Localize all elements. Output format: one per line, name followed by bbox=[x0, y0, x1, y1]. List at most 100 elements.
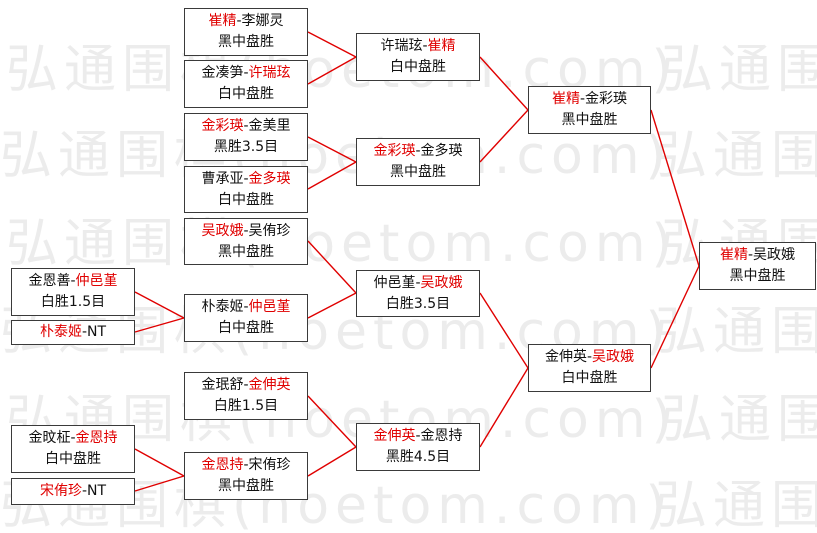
player-1: 崔精 bbox=[719, 247, 748, 263]
match-box: 金恩持-宋侑珍 黑中盘胜 bbox=[184, 452, 308, 500]
match-result: 黑胜4.5目 bbox=[385, 449, 451, 465]
separator: - bbox=[236, 13, 242, 29]
match-result: 黑胜3.5目 bbox=[213, 139, 279, 155]
bracket-line bbox=[307, 31, 357, 58]
match-box: 朴泰姬-仲邑堇 白中盘胜 bbox=[184, 294, 308, 342]
watermark-text: 弘通围棋(hoetom.com) bbox=[6, 214, 678, 274]
match-result: 白胜3.5目 bbox=[385, 295, 451, 312]
separator: - bbox=[70, 273, 76, 289]
bracket-line bbox=[650, 109, 700, 267]
player-1: 朴泰姬 bbox=[201, 299, 244, 315]
player-2: 仲邑堇 bbox=[75, 273, 118, 289]
player-2: 金彩瑛 bbox=[585, 91, 628, 107]
player-2: 吴政娥 bbox=[592, 349, 635, 365]
bracket-line bbox=[479, 56, 529, 111]
player-2: NT bbox=[87, 483, 107, 499]
match-players: 曹承亚-金多瑛 bbox=[201, 169, 290, 190]
player-1: 金旼柾 bbox=[28, 430, 71, 446]
separator: - bbox=[243, 222, 249, 239]
watermark-row: 弘通围棋(hoetom.com)弘通围棋(hoetom.com) bbox=[0, 126, 817, 186]
match-players: 朴泰姬-仲邑堇 bbox=[201, 297, 290, 318]
separator: - bbox=[243, 457, 249, 473]
separator: - bbox=[415, 428, 421, 444]
separator: - bbox=[579, 91, 586, 107]
match-players: 许瑞玹-崔精 bbox=[380, 36, 455, 57]
match-result: 白中盘胜 bbox=[218, 86, 274, 102]
match-box: 曹承亚-金多瑛 白中盘胜 bbox=[184, 166, 308, 213]
player-2: 吴政娥 bbox=[420, 274, 463, 291]
match-players: 崔精-李娜灵 bbox=[208, 11, 283, 32]
player-1: 崔精 bbox=[551, 91, 580, 107]
match-box: 宋侑珍-NT bbox=[11, 478, 135, 505]
match-players: 崔精-金彩瑛 bbox=[552, 89, 627, 110]
match-players: 金凑笋-许瑞玹 bbox=[201, 63, 290, 84]
match-result: 白中盘胜 bbox=[218, 320, 274, 336]
match-result: 白中盘胜 bbox=[218, 191, 274, 208]
match-box: 金凑笋-许瑞玹 白中盘胜 bbox=[184, 60, 308, 108]
player-2: 崔精 bbox=[427, 38, 456, 54]
match-box: 许瑞玹-崔精 白中盘胜 bbox=[356, 33, 480, 81]
match-players: 金伸英-金恩持 bbox=[373, 426, 462, 447]
match-players: 金旼柾-金恩持 bbox=[28, 428, 117, 449]
match-players: 金伸英-吴政娥 bbox=[545, 347, 634, 368]
match-result: 黑中盘胜 bbox=[218, 243, 274, 260]
player-1: 金伸英 bbox=[373, 428, 416, 444]
match-box: 吴政娥-吴侑珍 黑中盘胜 bbox=[184, 218, 308, 265]
match-result: 黑中盘胜 bbox=[390, 164, 446, 180]
bracket-line bbox=[307, 395, 357, 448]
separator: - bbox=[243, 118, 249, 134]
separator: - bbox=[243, 377, 249, 393]
match-result: 白中盘胜 bbox=[45, 451, 101, 467]
player-2: 金美里 bbox=[248, 118, 291, 134]
watermark-text: 弘通围棋(hoetom.com) bbox=[655, 476, 817, 533]
player-2: 吴政娥 bbox=[753, 247, 796, 263]
bracket-line bbox=[479, 292, 529, 369]
bracket-line bbox=[650, 265, 700, 369]
match-players: 仲邑堇-吴政娥 bbox=[373, 273, 462, 294]
match-box: 金彩瑛-金美里 黑胜3.5目 bbox=[184, 113, 308, 161]
separator: - bbox=[243, 65, 249, 81]
match-box: 崔精-金彩瑛 黑中盘胜 bbox=[528, 86, 651, 134]
separator: - bbox=[243, 299, 249, 315]
watermark-text: 弘通围棋(hoetom.com) bbox=[661, 390, 817, 450]
player-1: 金恩善 bbox=[28, 273, 71, 289]
bracket-line bbox=[307, 56, 357, 85]
player-1: 许瑞玹 bbox=[380, 38, 423, 54]
player-2: 金恩持 bbox=[420, 428, 463, 444]
match-box: 崔精-李娜灵 黑中盘胜 bbox=[184, 8, 308, 56]
match-box: 金彩瑛-金多瑛 黑中盘胜 bbox=[356, 138, 480, 186]
bracket-line bbox=[307, 446, 357, 477]
match-result: 白中盘胜 bbox=[390, 59, 446, 75]
match-result: 白中盘胜 bbox=[561, 370, 618, 386]
bracket-line bbox=[134, 291, 185, 319]
separator: - bbox=[586, 349, 593, 365]
watermark-text: 弘通围棋(hoetom.com) bbox=[0, 126, 672, 186]
match-box: 金恩善-仲邑堇 白胜1.5目 bbox=[11, 268, 135, 316]
match-result: 白胜1.5目 bbox=[213, 398, 279, 414]
player-1: 金凑笋 bbox=[201, 65, 244, 81]
match-players: 宋侑珍-NT bbox=[40, 481, 106, 502]
bracket-line bbox=[307, 161, 357, 190]
match-box: 金伸英-吴政娥 白中盘胜 bbox=[528, 344, 651, 392]
separator: - bbox=[81, 324, 88, 340]
separator: - bbox=[415, 143, 421, 159]
player-1: 宋侑珍 bbox=[39, 483, 82, 499]
separator: - bbox=[747, 247, 754, 263]
match-players: 金恩善-仲邑堇 bbox=[28, 271, 117, 292]
match-players: 朴泰姬-NT bbox=[40, 322, 106, 343]
player-1: 金彩瑛 bbox=[373, 143, 416, 159]
separator: - bbox=[415, 274, 421, 291]
match-box: 金伸英-金恩持 黑胜4.5目 bbox=[356, 423, 480, 471]
player-2: 李娜灵 bbox=[241, 13, 284, 29]
player-2: NT bbox=[87, 324, 107, 340]
bracket-line bbox=[134, 317, 185, 333]
match-result: 黑中盘胜 bbox=[218, 478, 274, 494]
player-1: 金彩瑛 bbox=[201, 118, 244, 134]
player-1: 吴政娥 bbox=[201, 222, 244, 239]
bracket-line bbox=[307, 136, 357, 163]
player-1: 金恩持 bbox=[201, 457, 244, 473]
match-players: 金珉舒-金伸英 bbox=[201, 375, 290, 396]
separator: - bbox=[81, 483, 88, 499]
player-1: 金伸英 bbox=[544, 349, 587, 365]
